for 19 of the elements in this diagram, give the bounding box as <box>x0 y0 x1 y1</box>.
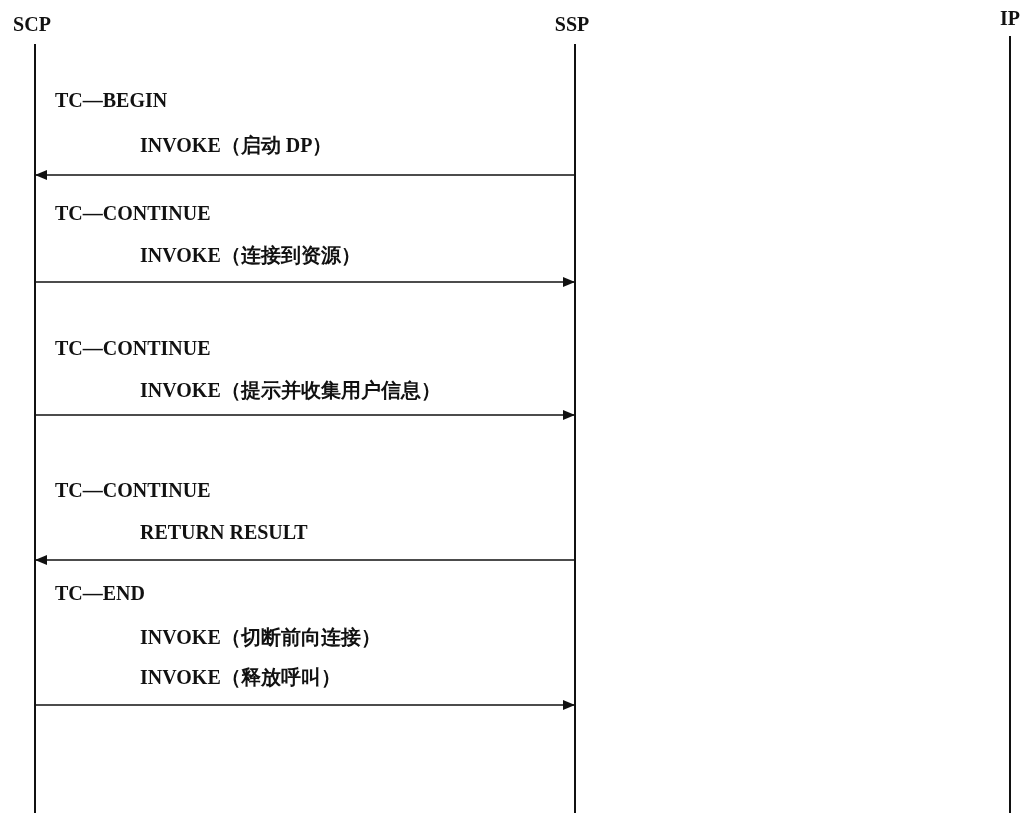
message-label: RETURN RESULT <box>140 520 308 544</box>
lifeline-header: SSP <box>554 12 590 36</box>
message-label: INVOKE（切断前向连接） <box>140 625 381 649</box>
lifeline-header: SCP <box>13 12 51 36</box>
message-arrow <box>34 170 576 180</box>
message-label: INVOKE（提示并收集用户信息） <box>140 378 441 402</box>
message-arrow <box>34 410 576 420</box>
message-label: INVOKE（启动 DP） <box>140 133 333 157</box>
message-label: TC—END <box>55 581 145 605</box>
message-arrow <box>34 555 576 565</box>
message-label: TC—CONTINUE <box>55 336 211 360</box>
message-label: TC—BEGIN <box>55 88 168 112</box>
message-arrow <box>34 700 576 710</box>
message-arrow <box>34 277 576 287</box>
lifeline-header: IP <box>1000 6 1020 30</box>
message-label: INVOKE（连接到资源） <box>140 243 361 267</box>
message-label: TC—CONTINUE <box>55 201 211 225</box>
message-label: INVOKE（释放呼叫） <box>140 665 341 689</box>
message-label: TC—CONTINUE <box>55 478 211 502</box>
